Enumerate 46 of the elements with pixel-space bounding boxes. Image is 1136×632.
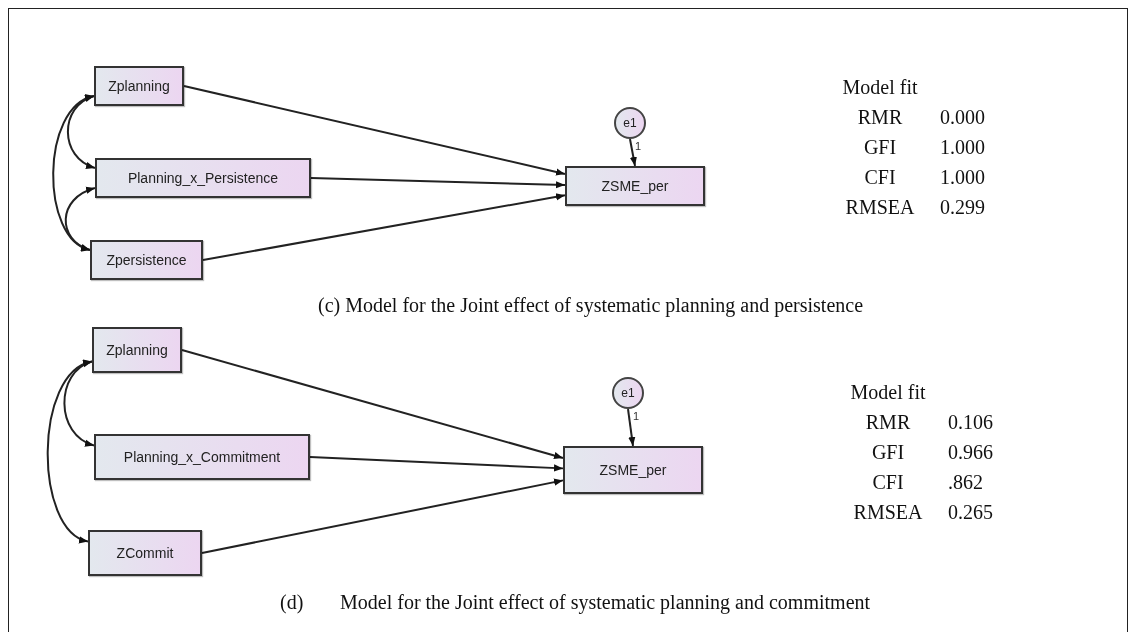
fit-table-text: 0.265: [948, 500, 993, 524]
path-arrow: [202, 193, 566, 261]
variable-box: ZSME_per: [565, 166, 705, 206]
path-arrow: [183, 85, 566, 176]
fit-table-text: (d): [280, 590, 304, 614]
covariance-arrow: [63, 360, 95, 447]
error-term-circle: e1: [614, 107, 646, 139]
variable-box: Planning_x_Persistence: [95, 158, 311, 198]
covariance-arrow: [64, 187, 96, 251]
variable-box: Planning_x_Commitment: [94, 434, 310, 480]
path-arrow: [310, 177, 566, 189]
fit-table-text: 0.966: [948, 440, 993, 464]
fit-table-text: GFI: [871, 440, 905, 464]
fit-table-text: .862: [948, 470, 983, 494]
path-arrow: [309, 456, 564, 472]
path-arrow: [627, 408, 636, 447]
variable-box: ZSME_per: [563, 446, 703, 494]
fit-table-text: 0.106: [948, 410, 993, 434]
variable-box: ZCommit: [88, 530, 202, 576]
covariance-arrow: [66, 95, 96, 169]
path-arrow: [629, 138, 637, 167]
fit-table-text: RMSEA: [845, 195, 915, 219]
variable-box: Zplanning: [92, 327, 182, 373]
covariance-arrow: [46, 360, 93, 543]
path-arrow: [201, 478, 564, 554]
fit-table-text: 0.000: [940, 105, 985, 129]
fit-table-text: GFI: [863, 135, 897, 159]
fit-table-text: CFI: [872, 470, 904, 494]
error-term-circle: e1: [612, 377, 644, 409]
covariance-arrow: [52, 95, 95, 251]
fit-table-text: Model fit: [850, 380, 926, 404]
variable-box: Zpersistence: [90, 240, 203, 280]
fit-table-text: Model fit: [842, 75, 918, 99]
edge-label: 1: [633, 410, 640, 422]
variable-box: Zplanning: [94, 66, 184, 106]
fit-table-text: 1.000: [940, 135, 985, 159]
fit-table-text: 0.299: [940, 195, 985, 219]
fit-table-text: RMR: [857, 105, 903, 129]
fit-table-text: 1.000: [940, 165, 985, 189]
caption: (c) Model for the Joint effect of systematic planning and persistence: [318, 293, 863, 317]
path-arrow: [181, 349, 564, 459]
fit-table-text: CFI: [864, 165, 896, 189]
fit-table-text: RMR: [865, 410, 911, 434]
fit-table-text: RMSEA: [853, 500, 923, 524]
caption: Model for the Joint effect of systematic planning and commitment: [340, 590, 871, 614]
edge-label: 1: [635, 140, 642, 152]
